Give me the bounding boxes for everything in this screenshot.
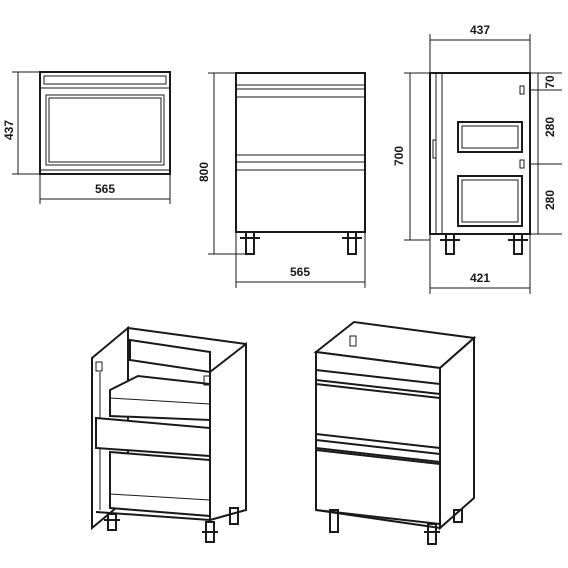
side-seg-3-label: 280 — [543, 190, 557, 210]
side-clip-1 — [519, 85, 525, 95]
iso-view-closed — [313, 320, 477, 545]
side-depth-bottom-label: 421 — [470, 271, 490, 285]
front-lower-handle-rail — [235, 161, 366, 171]
side-left-leg — [445, 233, 455, 255]
iso-open-upper-drawer — [109, 374, 211, 422]
iso-open-leg-front-left — [107, 513, 117, 531]
side-clip-2 — [519, 159, 525, 169]
iso-closed-leg-front-left — [329, 509, 339, 533]
side-depth-top-label: 437 — [470, 23, 490, 37]
iso-open-right-side — [209, 341, 247, 522]
front-left-leg — [245, 231, 255, 255]
top-view-inner-box-edge — [48, 97, 162, 163]
iso-open-lower-drawer — [109, 450, 211, 518]
top-view-outline — [39, 71, 171, 175]
iso-open-drawer-front — [95, 416, 211, 458]
iso-closed-clip — [349, 335, 357, 347]
iso-closed-leg-back-right — [453, 509, 463, 523]
side-right-leg — [513, 233, 523, 255]
top-view-rail — [43, 75, 167, 85]
side-view: 437 700 421 70 280 280 — [392, 23, 562, 294]
iso-closed-right-side — [439, 335, 475, 531]
front-height-label: 800 — [197, 162, 211, 182]
front-right-leg — [347, 231, 357, 255]
front-upper-handle-rail — [235, 88, 366, 98]
side-seg-2-label: 280 — [543, 117, 557, 137]
iso-open-leg-back-right — [229, 507, 239, 525]
iso-open-top-rail — [129, 338, 211, 374]
front-view-cabinet-body — [235, 72, 366, 233]
top-view: 437 565 — [2, 71, 171, 204]
iso-closed-upper-drawer — [315, 382, 441, 450]
side-seg-1-label: 70 — [543, 75, 557, 89]
top-depth-label: 437 — [2, 120, 16, 140]
side-hinge — [432, 139, 437, 159]
side-front-panel — [435, 72, 443, 235]
top-width-label: 565 — [95, 182, 115, 196]
top-view-inner-box — [45, 94, 165, 166]
iso-closed-lower-drawer — [315, 448, 441, 526]
iso-closed-lower-handle-rail — [315, 438, 441, 464]
iso-closed-upper-handle-rail — [315, 368, 441, 396]
iso-view-open — [91, 325, 247, 543]
iso-closed-leg-front-right — [427, 523, 437, 545]
side-upper-drawer-box — [457, 121, 523, 153]
side-height-label: 700 — [392, 146, 406, 166]
side-view-cabinet-body — [429, 72, 531, 235]
iso-open-clip-right — [203, 375, 211, 386]
front-view: 800 565 — [197, 72, 366, 288]
iso-open-clip-left — [95, 361, 103, 372]
side-lower-drawer-box — [457, 175, 523, 227]
front-width-label: 565 — [290, 265, 310, 279]
